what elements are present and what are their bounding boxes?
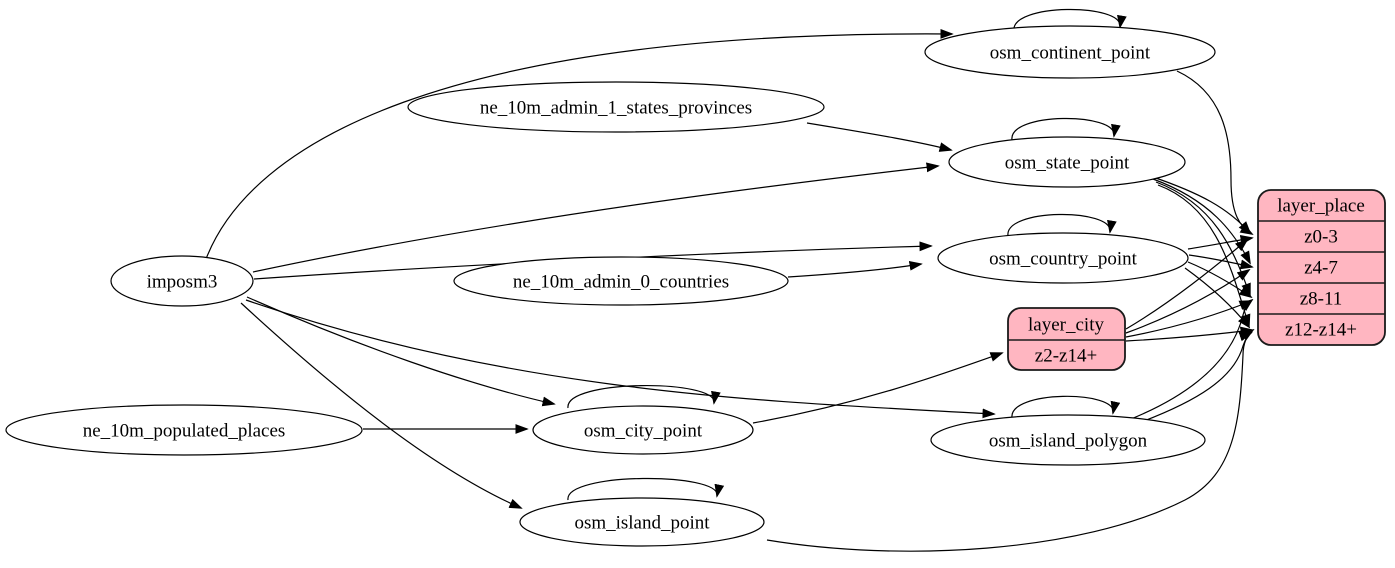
edge-imposm3-to-osm_state_point	[252, 166, 938, 273]
osm_continent_point-ellipse	[924, 25, 1216, 79]
node-ne_10m_admin_0_countries: ne_10m_admin_0_countries	[453, 256, 789, 306]
osm_island_polygon-label: osm_island_polygon	[989, 430, 1148, 451]
osm_state_point-label: osm_state_point	[1005, 152, 1130, 173]
layer_city-box	[1007, 307, 1126, 371]
ne_10m_populated_places-ellipse	[5, 404, 363, 456]
node-osm_island_polygon: osm_island_polygon	[930, 414, 1206, 466]
node-osm_country_point: osm_country_point	[937, 232, 1189, 284]
edge-imposm3-to-osm_city_point	[246, 296, 554, 404]
self-loop-osm_state_point	[1011, 117, 1114, 141]
imposm3-label: imposm3	[147, 271, 218, 292]
layer_place-box	[1257, 189, 1386, 346]
ne_10m_admin_1_states_provinces-label: ne_10m_admin_1_states_provinces	[480, 97, 752, 118]
edge-osm_city_point-to-layer_city-z2-z14	[752, 353, 1002, 424]
osm_continent_point-label: osm_continent_point	[990, 42, 1151, 63]
node-osm_island_point: osm_island_point	[519, 497, 765, 547]
edge-layer_city-to-layer_place-z4-7	[1125, 270, 1249, 334]
layer_place-row-z8-11: z8-11	[1300, 288, 1343, 309]
edge-osm_country_point-to-layer_place-z12-z14	[1184, 267, 1249, 327]
self-loop-osm_country_point	[1007, 213, 1110, 237]
edge-osm_country_point-to-layer_place-z4-7	[1188, 254, 1252, 267]
osm_city_point-label: osm_city_point	[584, 420, 703, 441]
edge-ne_10m_admin_1_states_provinces-to-osm_state_point	[806, 122, 951, 150]
ne_10m_populated_places-label: ne_10m_populated_places	[83, 420, 286, 441]
imposm3-ellipse	[110, 255, 254, 307]
osm_country_point-label: osm_country_point	[989, 248, 1137, 269]
edge-ne_10m_admin_0_countries-to-osm_country_point	[787, 264, 921, 278]
node-imposm3: imposm3	[110, 255, 254, 307]
layer_city-title: layer_city	[1028, 314, 1104, 335]
self-loop-osm_continent_point	[1013, 8, 1120, 32]
node-ne_10m_populated_places: ne_10m_populated_places	[5, 404, 363, 456]
osm_state_point-ellipse	[948, 136, 1186, 188]
record-layer_city: layer_city z2-z14+	[1007, 307, 1126, 371]
layer_place-title: layer_place	[1277, 195, 1365, 216]
edge-osm_state_point-to-layer_place-z0-3	[1149, 175, 1250, 233]
self-loop-osm_island_point	[567, 477, 717, 501]
node-osm_continent_point: osm_continent_point	[924, 25, 1216, 79]
osm_island_polygon-ellipse	[930, 414, 1206, 466]
edge-imposm3-to-osm_continent_point	[205, 34, 952, 260]
node-osm_state_point: osm_state_point	[948, 136, 1186, 188]
node-ne_10m_admin_1_states_provinces: ne_10m_admin_1_states_provinces	[407, 81, 825, 133]
edge-osm_country_point-to-layer_place-z8-11	[1187, 261, 1251, 297]
edge-osm_island_point-to-layer_place-z12-z14	[766, 330, 1253, 552]
edge-imposm3-to-osm_island_point	[240, 302, 521, 508]
self-loop-osm_city_point	[567, 384, 714, 409]
osm_city_point-ellipse	[532, 405, 754, 455]
edge-imposm3-to-osm_island_polygon	[245, 299, 994, 414]
osm_country_point-ellipse	[937, 232, 1189, 284]
layer_city-row-z2-z14: z2-z14+	[1035, 345, 1097, 366]
edge-layer_city-to-layer_place-z0-3	[1125, 240, 1247, 330]
osm_island_point-ellipse	[519, 497, 765, 547]
ne_10m_admin_0_countries-ellipse	[453, 256, 789, 306]
self-loop-osm_island_polygon	[1011, 395, 1113, 419]
ne_10m_admin_0_countries-label: ne_10m_admin_0_countries	[513, 271, 729, 292]
layer_place-row-z12-z14: z12-z14+	[1285, 319, 1357, 340]
record-layer_place: layer_place z0-3 z4-7 z8-11 z12-z14+	[1257, 189, 1386, 346]
node-osm_city_point: osm_city_point	[532, 405, 754, 455]
edge-osm_island_polygon-to-layer_place-z8-11	[1130, 300, 1252, 420]
layer_place-row-z0-3: z0-3	[1304, 226, 1338, 247]
osm_island_point-label: osm_island_point	[574, 512, 710, 533]
layer_place-row-z4-7: z4-7	[1304, 257, 1338, 278]
edge-osm_state_point-to-layer_place-z4-7	[1152, 178, 1250, 263]
ne_10m_admin_1_states_provinces-ellipse	[407, 81, 825, 133]
